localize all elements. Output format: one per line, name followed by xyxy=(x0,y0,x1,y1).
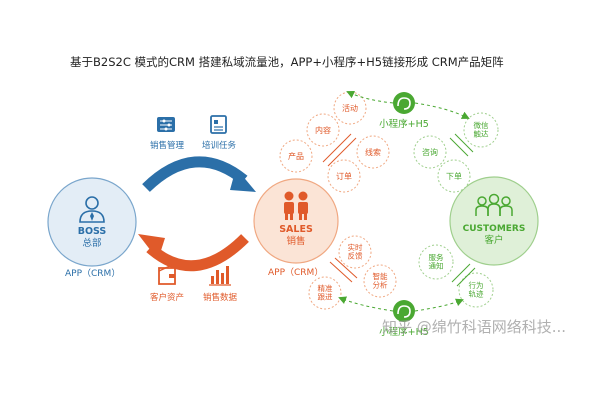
svg-text:产品: 产品 xyxy=(288,151,304,161)
person-tie-icon xyxy=(79,196,105,223)
customers-zh-label: 客户 xyxy=(484,234,503,246)
miniprogram-top-label: 小程序+H5 xyxy=(379,118,429,130)
boss-app-label: APP（CRM） xyxy=(65,268,120,279)
sales-bubble-smart-analysis: 智能分析 xyxy=(363,264,397,298)
customer-link-arrows-top xyxy=(449,133,474,157)
sales-link-arrows-top xyxy=(322,133,357,167)
boss-node: BOSS 总部 xyxy=(47,177,137,267)
boss-zh-label: 总部 xyxy=(82,237,101,249)
diagram-title: 基于B2S2C 模式的CRM 搭建私域流量池，APP+小程序+H5链接形成 CR… xyxy=(70,55,504,69)
green-dashed-connectors xyxy=(338,90,470,312)
two-salespeople-icon xyxy=(284,191,308,220)
customers-node: CUSTOMERS 客户 xyxy=(449,176,539,266)
miniprogram-top: 小程序+H5 xyxy=(379,92,429,130)
svg-text:咨询: 咨询 xyxy=(422,147,438,157)
svg-text:行为轨迹: 行为轨迹 xyxy=(469,280,484,299)
sales-bubble-product: 产品 xyxy=(279,139,313,173)
svg-text:订单: 订单 xyxy=(336,171,352,181)
boss-en-label: BOSS xyxy=(78,226,107,237)
blue-arc-arrow xyxy=(142,156,256,192)
sales-app-label: APP（CRM） xyxy=(268,267,323,278)
bar-chart-icon xyxy=(209,266,231,286)
customer-bubble-wechat-reach: 微信触达 xyxy=(463,112,499,148)
sales-node: SALES 销售 xyxy=(253,178,339,264)
customer-bubble-consult: 咨询 xyxy=(413,135,447,169)
sales-bubble-precise-followup: 精准跟进 xyxy=(308,276,342,310)
customer-bubble-behavior-track: 行为轨迹 xyxy=(458,272,494,308)
svg-text:精准跟进: 精准跟进 xyxy=(318,283,333,302)
top-label-1: 培训任务 xyxy=(202,140,237,151)
svg-text:智能分析: 智能分析 xyxy=(373,271,388,290)
customer-bubble-service-notice: 服务通知 xyxy=(418,244,454,280)
miniprogram-bottom-label: 小程序+H5 xyxy=(379,326,429,338)
miniprogram-icon xyxy=(397,305,411,318)
miniprogram-bottom: 小程序+H5 xyxy=(379,300,429,338)
top-label-0: 销售管理 xyxy=(150,140,185,151)
bottom-label-0: 客户资产 xyxy=(150,292,184,303)
sales-bubble-activity: 活动 xyxy=(333,91,367,125)
sales-en-label: SALES xyxy=(279,224,313,235)
bottom-label-1: 销售数据 xyxy=(203,292,238,303)
sales-link-arrows-bottom xyxy=(329,257,358,283)
sales-bubble-lead: 线索 xyxy=(356,135,390,169)
customer-bubble-place-order: 下单 xyxy=(437,159,471,193)
svg-text:线索: 线索 xyxy=(365,147,381,157)
sales-bubble-content: 内容 xyxy=(306,113,340,147)
svg-text:微信触达: 微信触达 xyxy=(474,120,489,139)
orange-arc-arrow xyxy=(138,234,249,272)
customers-en-label: CUSTOMERS xyxy=(463,224,526,234)
watermark-text: 知乎 @绵竹科语网络科技... xyxy=(382,318,567,336)
customer-link-arrows-bottom xyxy=(451,263,476,287)
sliders-panel-icon xyxy=(157,117,175,132)
sales-bubble-order: 订单 xyxy=(327,159,361,193)
svg-text:下单: 下单 xyxy=(446,171,462,181)
miniprogram-icon xyxy=(397,97,411,110)
sales-zh-label: 销售 xyxy=(286,235,305,247)
svg-text:活动: 活动 xyxy=(342,103,358,113)
three-people-icon xyxy=(475,193,513,216)
sales-bubble-realtime-feedback: 实时反馈 xyxy=(338,235,372,269)
svg-text:内容: 内容 xyxy=(315,125,331,135)
document-icon xyxy=(210,115,227,134)
svg-text:服务通知: 服务通知 xyxy=(429,252,444,271)
wallet-icon xyxy=(158,263,176,285)
bubble-line-1: 实时反馈 xyxy=(348,242,363,261)
